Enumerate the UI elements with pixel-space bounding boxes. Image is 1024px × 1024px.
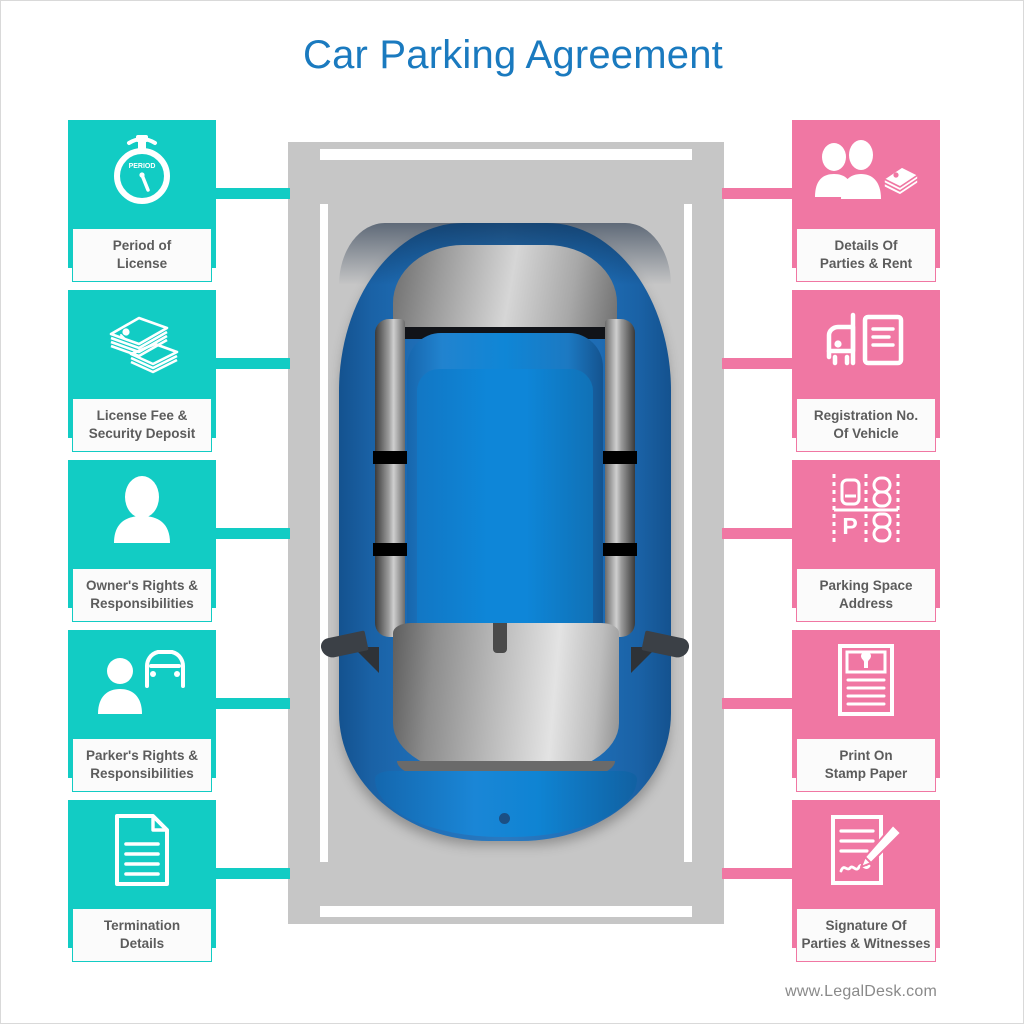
page-title: Car Parking Agreement [303,33,723,77]
connector-right-5 [722,868,798,879]
connector-left-3 [214,528,290,539]
card-owners-rights[interactable]: Owner's Rights &Responsibilities [68,460,216,622]
car-wiper-notch [493,623,507,653]
connector-right-1 [722,188,798,199]
car-door-seam [603,543,637,556]
car-hood-badge [499,813,510,824]
connector-right-3 [722,528,798,539]
car-roof-sheen [417,369,593,631]
document-icon [68,800,216,900]
car-door-seam [373,543,407,556]
car-door-seam [603,451,637,464]
connector-left-5 [214,868,290,879]
money-stack-icon [68,290,216,390]
card-label: Owner's Rights &Responsibilities [72,568,212,622]
card-license-fee-security-deposit[interactable]: License Fee &Security Deposit [68,290,216,452]
svg-text:P: P [842,513,857,539]
connector-left-4 [214,698,290,709]
card-parkers-rights[interactable]: Parker's Rights &Responsibilities [68,630,216,792]
bay-line-bottom [320,906,692,917]
svg-text:PERIOD: PERIOD [129,163,156,170]
signed-document-pen-icon [792,800,940,900]
car-top-view-illustration [319,223,691,847]
car-rear-window [393,245,617,337]
bay-line-left [320,204,328,862]
stamp-paper-icon [792,630,940,730]
connector-right-2 [722,358,798,369]
card-registration-no-of-vehicle[interactable]: Registration No.Of Vehicle [792,290,940,452]
bay-line-top [320,149,692,160]
stopwatch-icon: PERIOD [68,120,216,220]
connector-right-4 [722,698,798,709]
person-icon [68,460,216,560]
two-people-money-icon [792,120,940,220]
car-side-glass-left [375,319,405,637]
person-with-car-icon [68,630,216,730]
footer-website-url[interactable]: www.LegalDesk.com [785,983,937,1000]
bay-line-right [684,204,692,862]
connector-left-2 [214,358,290,369]
connector-left-1 [214,188,290,199]
car-side-glass-right [605,319,635,637]
vehicle-document-icon [792,290,940,390]
card-label: Parker's Rights &Responsibilities [72,738,212,792]
card-label: Registration No.Of Vehicle [796,398,936,452]
card-label: License Fee &Security Deposit [72,398,212,452]
parking-lot-map-icon: P [792,460,940,560]
car-door-seam [373,451,407,464]
